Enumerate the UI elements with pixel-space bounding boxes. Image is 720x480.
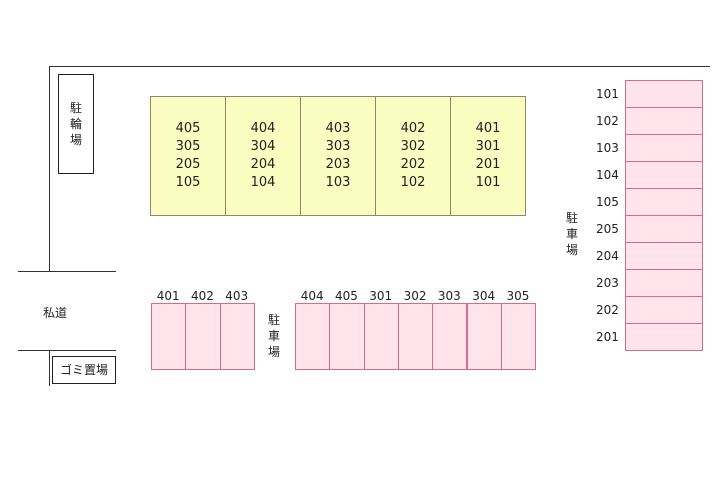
- parking-slot-number: 101: [596, 87, 619, 101]
- parking-slot-number: 405: [334, 289, 358, 303]
- vertical-char: 車: [267, 329, 280, 343]
- parking-slot-number: 402: [190, 289, 214, 303]
- boundary-lower-left-line: [49, 350, 50, 386]
- building-column: 405 305 205 105: [150, 96, 226, 216]
- vertical-char: 場: [565, 243, 578, 257]
- parking-slot-number: 304: [472, 289, 496, 303]
- parking-slot: [363, 303, 399, 370]
- parking-slot-number: 203: [596, 276, 619, 290]
- unit-number: 402: [400, 121, 426, 136]
- parking-slot: [625, 107, 703, 135]
- garbage-area-box: [52, 356, 116, 384]
- building-column: 401 301 201 101: [450, 96, 526, 216]
- parking-slot: [295, 303, 331, 370]
- parking-slot-number: 202: [596, 303, 619, 317]
- parking-right-label: 駐車場: [562, 210, 582, 258]
- vertical-char: 駐: [267, 313, 280, 327]
- parking-slot: [466, 303, 502, 370]
- unit-number: 203: [325, 157, 351, 172]
- unit-number: 104: [250, 175, 276, 190]
- boundary-left-line: [49, 66, 50, 272]
- parking-slot-number: 403: [225, 289, 249, 303]
- unit-number: 102: [400, 175, 426, 190]
- vertical-char: 場: [267, 345, 280, 359]
- parking-center-label: 駐車場: [264, 312, 284, 360]
- parking-slot: [219, 303, 255, 370]
- parking-slot-number: 303: [437, 289, 461, 303]
- road-lower-line: [18, 350, 116, 351]
- unit-number: 204: [250, 157, 276, 172]
- building-column: 404 304 204 104: [225, 96, 301, 216]
- private-road-label: 私道: [42, 306, 67, 320]
- parking-slot: [151, 303, 187, 370]
- building-column: 403 303 203 103: [300, 96, 376, 216]
- parking-slot: [432, 303, 468, 370]
- unit-number: 103: [325, 175, 351, 190]
- unit-number: 302: [400, 139, 426, 154]
- boundary-top-line: [50, 66, 710, 67]
- unit-number: 304: [250, 139, 276, 154]
- vertical-char: 駐: [565, 211, 578, 225]
- unit-number: 101: [475, 175, 501, 190]
- parking-slot: [397, 303, 434, 370]
- vertical-char: 輪: [69, 117, 82, 131]
- parking-slot: [625, 269, 703, 297]
- unit-number: 404: [250, 121, 276, 136]
- road-upper-line: [18, 271, 116, 272]
- unit-number: 202: [400, 157, 426, 172]
- parking-slot: [625, 80, 703, 108]
- unit-number: 303: [325, 139, 351, 154]
- vertical-char: 駐: [69, 101, 82, 115]
- unit-number: 201: [475, 157, 501, 172]
- parking-slot: [500, 303, 537, 370]
- garbage-area-label: ゴミ置場: [59, 363, 108, 377]
- parking-slot: [625, 215, 703, 243]
- parking-slot: [625, 242, 703, 270]
- parking-slot: [625, 188, 703, 216]
- unit-number: 105: [175, 175, 201, 190]
- parking-slot-number: 305: [506, 289, 530, 303]
- parking-slot-number: 204: [596, 249, 619, 263]
- parking-slot-number: 104: [596, 168, 619, 182]
- parking-slot: [625, 296, 703, 324]
- unit-number: 405: [175, 121, 201, 136]
- building-column: 402 302 202 102: [375, 96, 451, 216]
- unit-number: 305: [175, 139, 201, 154]
- parking-slot-number: 404: [300, 289, 324, 303]
- parking-slot-number: 205: [596, 222, 619, 236]
- bicycle-parking-label: 駐輪場: [58, 100, 94, 148]
- unit-number: 205: [175, 157, 201, 172]
- vertical-char: 車: [565, 227, 578, 241]
- parking-slot: [625, 323, 703, 351]
- parking-slot-number: 302: [403, 289, 427, 303]
- bicycle-parking-box: [58, 74, 94, 174]
- parking-slot: [625, 134, 703, 162]
- unit-number: 403: [325, 121, 351, 136]
- unit-number: 301: [475, 139, 501, 154]
- parking-slot-number: 301: [369, 289, 393, 303]
- parking-slot: [625, 161, 703, 189]
- parking-slot-number: 102: [596, 114, 619, 128]
- parking-slot-number: 103: [596, 141, 619, 155]
- parking-slot: [185, 303, 221, 370]
- parking-slot-number: 401: [156, 289, 180, 303]
- unit-number: 401: [475, 121, 501, 136]
- parking-slot-number: 105: [596, 195, 619, 209]
- vertical-char: 場: [69, 133, 82, 147]
- parking-slot: [329, 303, 365, 370]
- parking-slot-number: 201: [596, 330, 619, 344]
